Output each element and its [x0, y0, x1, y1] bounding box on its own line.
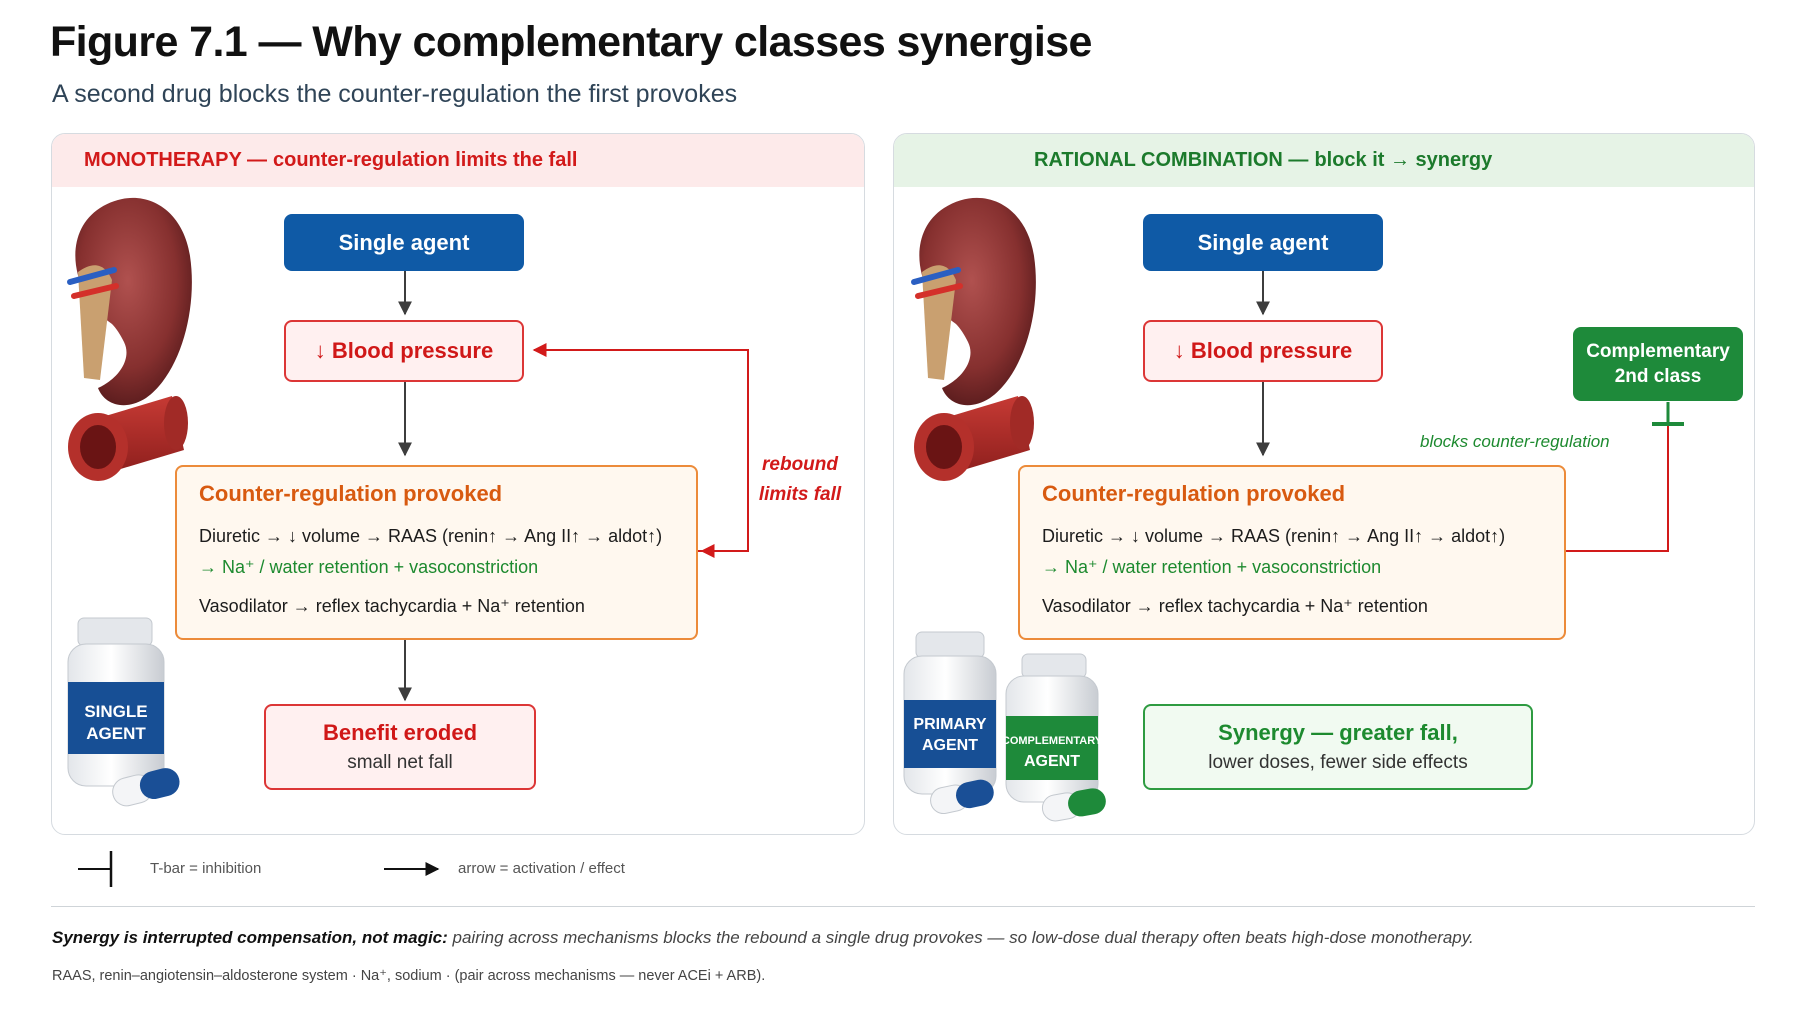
- single-agent-box-right: Single agent: [1143, 214, 1383, 271]
- counter-title-right: Counter-regulation provoked: [1042, 481, 1346, 506]
- footer-abbreviations: RAAS, renin–angiotensin–aldosterone syst…: [52, 968, 766, 984]
- synergy-title: Synergy — greater fall,: [1218, 720, 1458, 745]
- counter-line1-left: Diuretic → ↓ volume → RAAS (renin↑ → Ang…: [199, 526, 663, 546]
- legend-tbar-text: T-bar = inhibition: [150, 860, 262, 877]
- counter-title-left: Counter-regulation provoked: [199, 481, 503, 506]
- complementary-agent-bottle-icon: COMPLEMENTARY AGENT: [1002, 653, 1106, 822]
- complementary-class-box: Complementary 2nd class: [1573, 327, 1743, 401]
- combination-header-strong: RATIONAL COMBINATION —: [1034, 149, 1309, 171]
- monotherapy-header-rest: counter-regulation limits the fall: [272, 149, 578, 171]
- blood-pressure-box-left: ↓ Blood pressure: [284, 320, 524, 382]
- figure-title: Figure 7.1 — Why complementary classes s…: [50, 18, 1092, 66]
- primary-bottle-line1: PRIMARY: [913, 716, 987, 733]
- benefit-sub: small net fall: [347, 752, 453, 773]
- rebound-label: rebound limits fall: [752, 450, 848, 510]
- benefit-eroded-box: Benefit eroded small net fall: [264, 704, 536, 790]
- legend-arrow-text: arrow = activation / effect: [458, 860, 625, 877]
- primary-bottle-line2: AGENT: [922, 737, 978, 754]
- counter-line1-right: Diuretic → ↓ volume → RAAS (renin↑ → Ang…: [1042, 526, 1506, 546]
- blood-vessel-icon-right: [914, 396, 1034, 481]
- figure-subtitle: A second drug blocks the counter-regulat…: [52, 80, 738, 108]
- primary-agent-bottle-icon: PRIMARY AGENT: [903, 631, 997, 815]
- counter-regulation-box-right: Counter-regulation provoked Diuretic → ↓…: [1018, 465, 1566, 640]
- synergy-box: Synergy — greater fall, lower doses, few…: [1143, 704, 1533, 790]
- single-agent-box-left: Single agent: [284, 214, 524, 271]
- counter-line3-left: Vasodilator → reflex tachycardia + Na⁺ r…: [199, 596, 585, 616]
- counter-line2-left: → Na⁺ / water retention + vasoconstricti…: [199, 557, 539, 577]
- complementary-bottle-line2: AGENT: [1024, 753, 1080, 770]
- combination-header-rest: block it → synergy: [1314, 149, 1493, 171]
- counter-regulation-box-left: Counter-regulation provoked Diuretic → ↓…: [175, 465, 698, 640]
- capsule-icon: [112, 768, 180, 807]
- counter-to-block-line: [1566, 424, 1669, 552]
- comp-line1: Complementary: [1586, 341, 1730, 362]
- footer-caption: Synergy is interrupted compensation, not…: [52, 928, 1474, 948]
- counter-line3-right: Vasodilator → reflex tachycardia + Na⁺ r…: [1042, 596, 1428, 616]
- rebound-label-line2: limits fall: [758, 484, 842, 505]
- synergy-sub: lower doses, fewer side effects: [1208, 752, 1468, 773]
- comp-line2: 2nd class: [1614, 366, 1702, 387]
- monotherapy-header-strong: MONOTHERAPY —: [84, 149, 267, 171]
- single-agent-bottle-icon: SINGLE AGENT: [67, 617, 180, 807]
- footer-caption-text: pairing across mechanisms blocks the reb…: [447, 928, 1474, 947]
- combination-header: RATIONAL COMBINATION — block it → synerg…: [894, 134, 1754, 187]
- kidney-icon: [67, 197, 192, 406]
- benefit-title: Benefit eroded: [322, 720, 478, 745]
- footer-caption-bold: Synergy is interrupted compensation, not…: [52, 928, 448, 947]
- monotherapy-header: MONOTHERAPY — counter-regulation limits …: [52, 134, 864, 187]
- footer-divider: [51, 906, 1755, 907]
- rebound-label-line1: rebound: [762, 454, 838, 475]
- blocks-counter-regulation-label: blocks counter-regulation: [1420, 432, 1610, 451]
- blood-vessel-icon: [68, 396, 188, 481]
- bottle-label-line1: SINGLE: [84, 702, 147, 721]
- complementary-bottle-line1: COMPLEMENTARY: [1002, 735, 1103, 747]
- blood-pressure-box-right: ↓ Blood pressure: [1143, 320, 1383, 382]
- bottle-label-line2: AGENT: [86, 724, 146, 743]
- kidney-icon-right: [911, 197, 1036, 406]
- counter-line2-right: → Na⁺ / water retention + vasoconstricti…: [1042, 557, 1382, 577]
